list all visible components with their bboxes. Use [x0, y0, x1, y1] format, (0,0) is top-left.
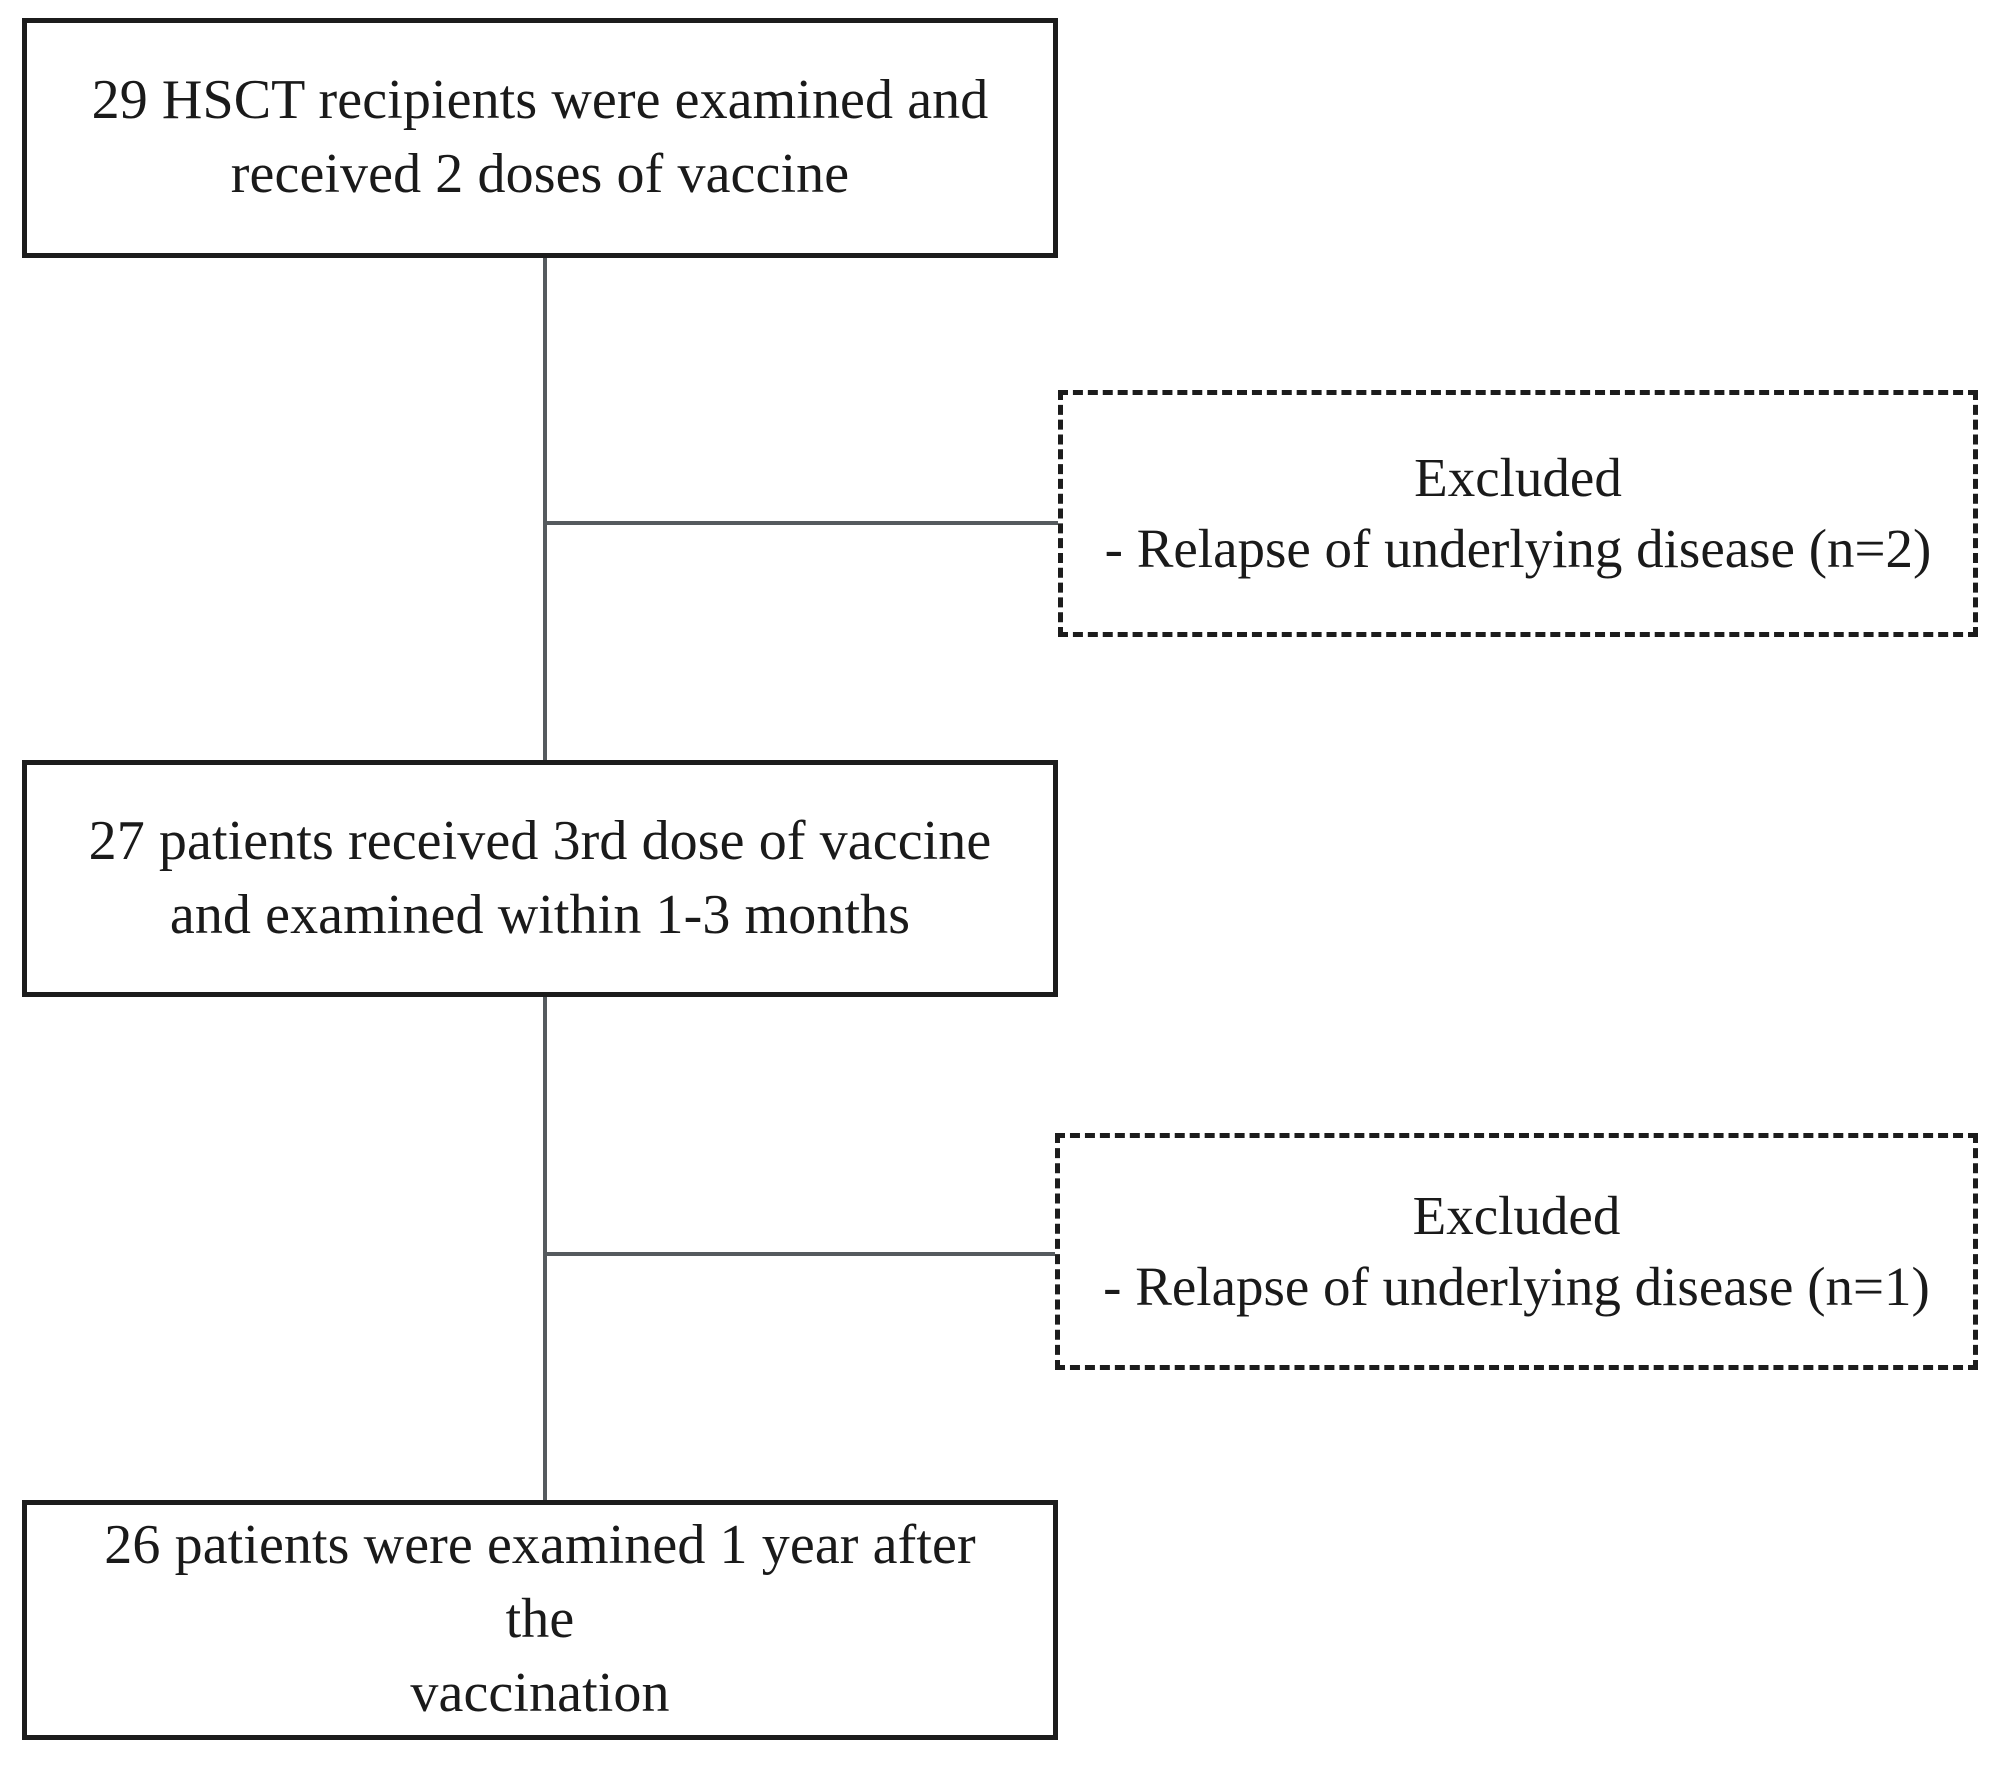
node-one-year-followup: 26 patients were examined 1 year after t… — [22, 1500, 1058, 1740]
node-exclusion-1: Excluded - Relapse of underlying disease… — [1058, 390, 1978, 637]
exclusion-2-title: Excluded — [1412, 1185, 1621, 1247]
exclusion-1-title: Excluded — [1414, 447, 1622, 509]
exclusion-1-reason: - Relapse of underlying disease (n=2) — [1104, 517, 1932, 579]
node-exclusion-2: Excluded - Relapse of underlying disease… — [1055, 1133, 1978, 1370]
connector-branch-exclusion-1 — [543, 521, 1060, 525]
node-third-dose: 27 patients received 3rd dose of vaccine… — [22, 760, 1058, 997]
node-enrolled: 29 HSCT recipients were examined and rec… — [22, 18, 1058, 258]
exclusion-2-reason: - Relapse of underlying disease (n=1) — [1103, 1255, 1930, 1317]
node-one-year-followup-label: 26 patients were examined 1 year after t… — [104, 1514, 976, 1724]
node-enrolled-label: 29 HSCT recipients were examined and rec… — [91, 69, 989, 205]
connector-branch-exclusion-2 — [543, 1252, 1055, 1256]
node-third-dose-label: 27 patients received 3rd dose of vaccine… — [88, 809, 992, 946]
